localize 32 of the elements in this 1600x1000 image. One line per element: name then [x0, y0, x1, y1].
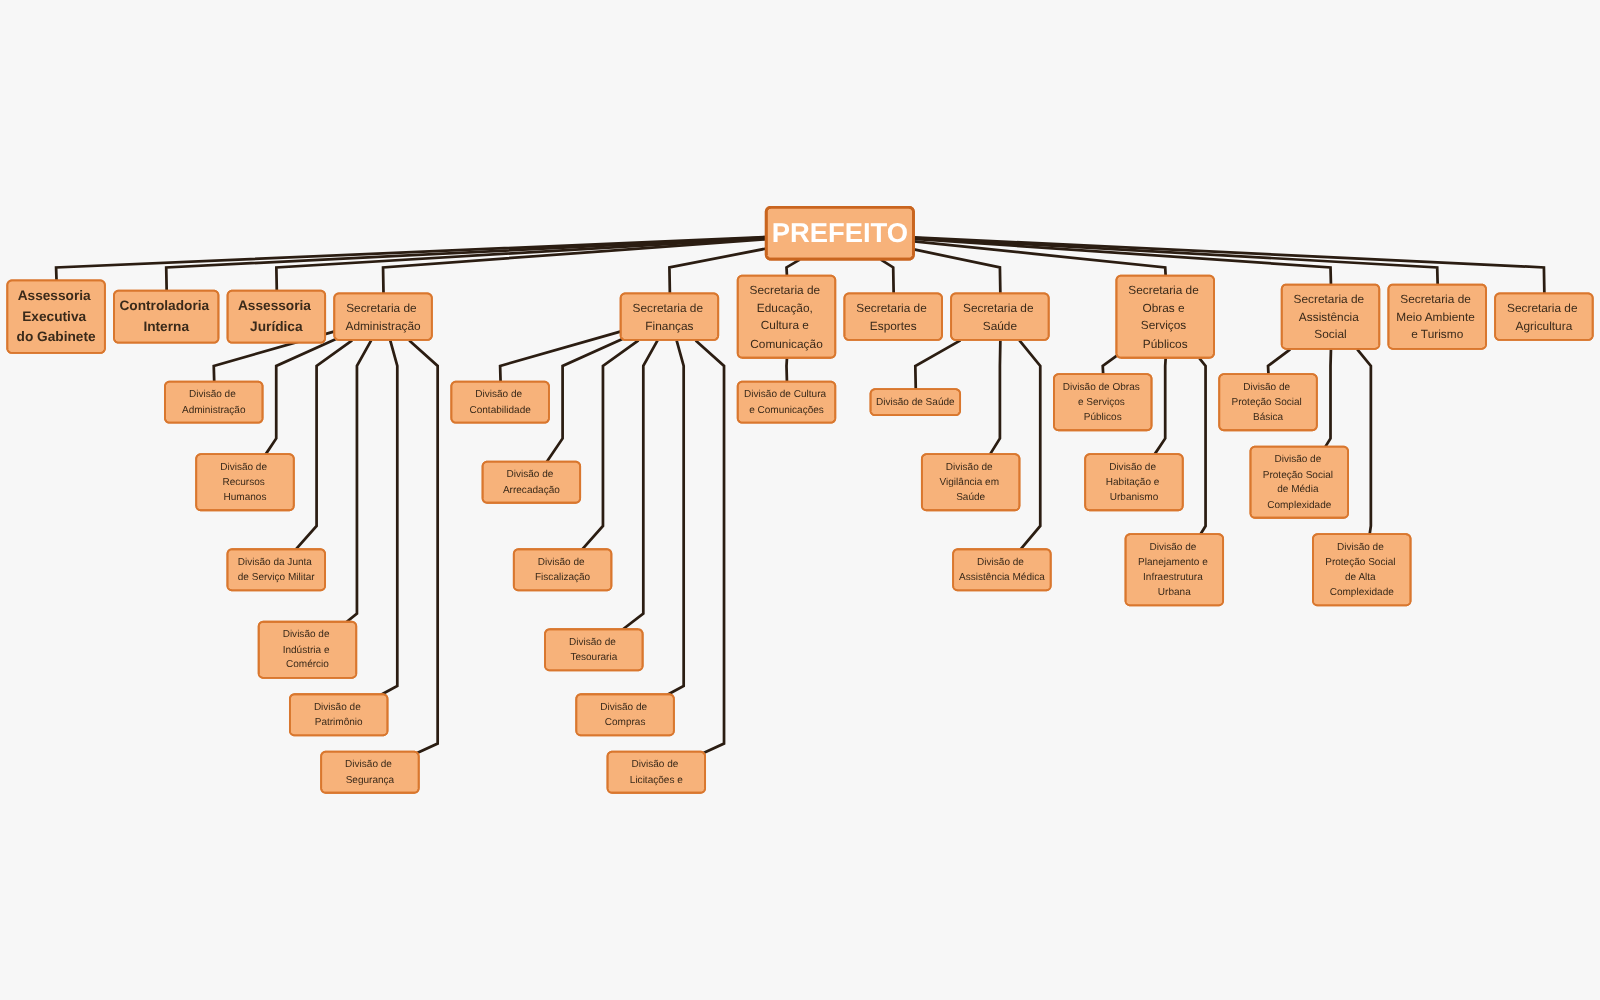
- connector: [1356, 348, 1373, 535]
- connector: [913, 240, 1168, 277]
- connector: [1323, 349, 1333, 448]
- connector: [294, 339, 353, 551]
- connector: [913, 237, 1333, 286]
- connector: [913, 248, 1002, 294]
- connector: [694, 339, 726, 755]
- connector: [880, 258, 895, 294]
- connector: [913, 235, 1546, 294]
- connector: [1266, 348, 1291, 375]
- connector: [408, 339, 439, 755]
- connector: [580, 339, 640, 551]
- connector: [345, 339, 373, 624]
- connector: [380, 340, 399, 696]
- connector: [666, 340, 686, 696]
- connector: [164, 236, 767, 292]
- connector: [1101, 354, 1118, 375]
- connector: [545, 337, 623, 463]
- connector: [498, 330, 622, 383]
- connector: [668, 247, 767, 294]
- connector: [785, 358, 789, 383]
- connector: [913, 236, 1440, 286]
- connector: [274, 236, 767, 292]
- connector: [988, 340, 1002, 456]
- connector: [1018, 339, 1042, 551]
- connector: [785, 258, 801, 277]
- connector: [381, 237, 767, 294]
- connector: [264, 337, 337, 456]
- connector: [1198, 357, 1207, 536]
- connector: [913, 339, 962, 390]
- connector: [621, 339, 659, 631]
- connector: [1153, 358, 1168, 456]
